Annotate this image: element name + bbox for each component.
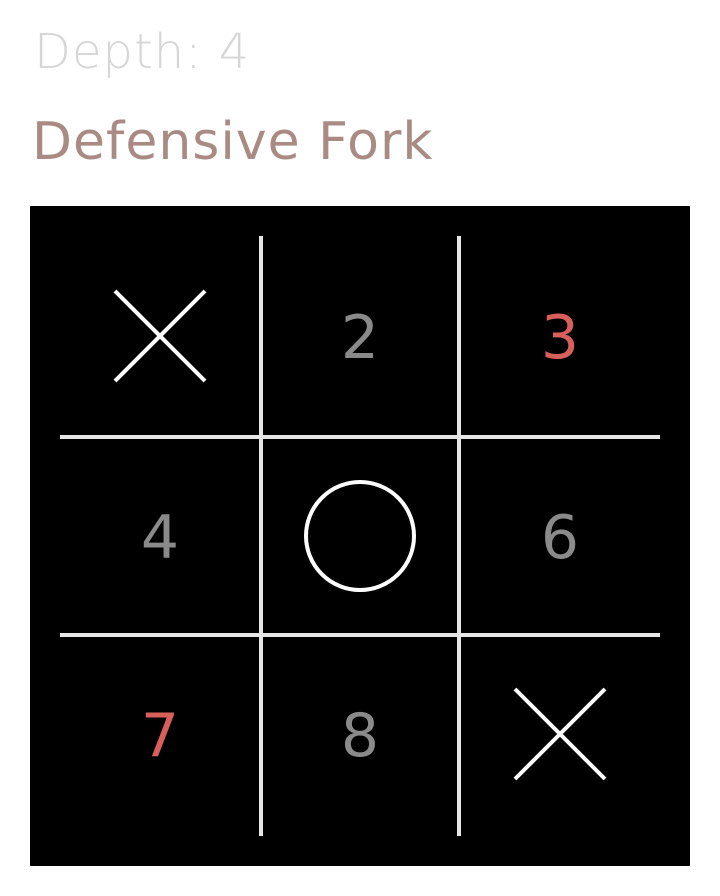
x-mark-stroke: [113, 289, 207, 383]
cell-number: 6: [541, 503, 579, 573]
board-cell-4[interactable]: 4: [65, 441, 255, 631]
board-cell-3[interactable]: 3: [465, 241, 655, 431]
cells-layer: 2 3 4 6 7 8: [65, 241, 655, 829]
cell-number-highlighted: 3: [541, 303, 579, 373]
board-cell-2[interactable]: 2: [265, 241, 455, 431]
cell-number: 4: [141, 503, 179, 573]
board-svg: 2 3 4 6 7 8: [60, 236, 660, 836]
x-mark-stroke: [513, 687, 607, 781]
cell-number: 2: [341, 303, 379, 373]
o-mark: [304, 480, 416, 592]
board-cell-9-x-mark: [513, 687, 607, 781]
board-cell-6[interactable]: 6: [465, 441, 655, 631]
board-cell-8[interactable]: 8: [265, 639, 455, 829]
game-board: 2 3 4 6 7 8: [30, 206, 690, 866]
puzzle-title: Defensive Fork: [32, 112, 434, 172]
depth-label: Depth: 4: [34, 24, 251, 80]
cell-hit-area: [265, 441, 455, 631]
grid-lines: [60, 236, 660, 836]
board-cell-7[interactable]: 7: [65, 639, 255, 829]
cell-number-highlighted: 7: [141, 701, 179, 771]
board-cell-5-o-mark: [265, 441, 455, 631]
cell-number: 8: [341, 701, 379, 771]
board-cell-1-x-mark: [113, 289, 207, 383]
